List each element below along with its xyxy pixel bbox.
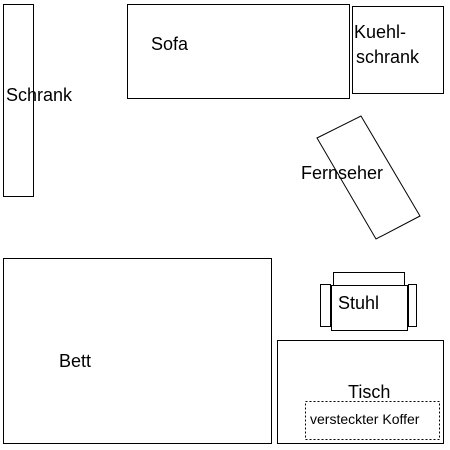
fernseher: Fernseher <box>301 115 421 240</box>
schrank-shape <box>3 4 34 197</box>
sofa-shape <box>127 4 350 99</box>
schrank-label: Schrank <box>6 85 73 105</box>
bett-shape <box>3 258 272 444</box>
kuehlschrank: Kuehl- schrank <box>352 6 444 94</box>
stuhl-left-arm <box>320 284 331 327</box>
kuehlschrank-label-line1: Kuehl- <box>354 22 406 42</box>
stuhl-right-arm <box>408 284 417 327</box>
fernseher-shape <box>316 115 421 240</box>
bett: Bett <box>3 258 272 444</box>
koffer-shape <box>305 401 440 440</box>
schrank: Schrank <box>3 4 73 197</box>
sofa: Sofa <box>127 4 350 99</box>
stuhl-label: Stuhl <box>338 293 379 313</box>
bett-label: Bett <box>59 351 91 371</box>
tisch: Tisch versteckter Koffer <box>277 340 444 444</box>
fernseher-label: Fernseher <box>301 163 383 183</box>
tisch-label: Tisch <box>348 382 390 402</box>
tisch-shape <box>277 340 444 444</box>
sofa-label: Sofa <box>151 34 189 54</box>
kuehlschrank-shape <box>352 6 444 94</box>
kuehlschrank-label-line2: schrank <box>356 47 420 67</box>
stuhl-back <box>333 272 405 286</box>
stuhl: Stuhl <box>320 272 417 331</box>
stuhl-seat <box>331 285 408 331</box>
koffer-label: versteckter Koffer <box>310 411 420 427</box>
